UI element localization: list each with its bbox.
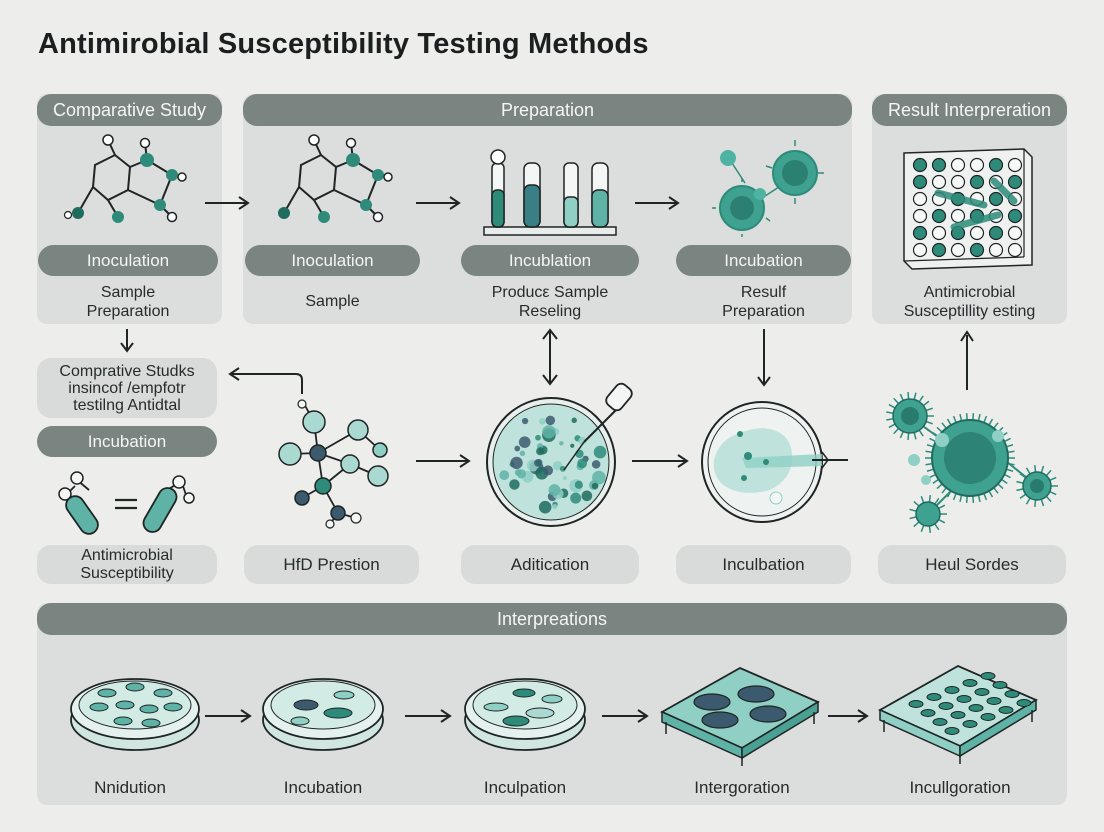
petri-dish-icon: [70, 678, 200, 751]
interpretations-header: Interpreations: [37, 603, 1067, 635]
petri-dish-pipette-icon: [486, 382, 633, 527]
inoculation-pill: Inoculation: [38, 245, 218, 276]
molecule-icon: [278, 134, 393, 223]
incubation-pill: Incubation: [676, 245, 851, 276]
adittication-label: Aditication: [461, 545, 639, 584]
antimicrobial-susceptibility-label: Antimicrobial Susceptibility: [37, 545, 217, 584]
sample-preparation-label: Sample Preparation: [86, 284, 170, 320]
arrow-right-icon: [205, 709, 252, 723]
inoculation-pill: Inoculation: [245, 245, 420, 276]
arrow-right-icon: [602, 709, 649, 723]
bottom-label: Incubation: [283, 778, 363, 797]
arrow-right-icon: [416, 196, 461, 210]
bottom-label: Nnidution: [94, 778, 166, 797]
page-title: Antimirobial Susceptibility Testing Meth…: [38, 28, 649, 60]
incubation-pill: Incubation: [37, 426, 217, 457]
petri-dish-icon: [262, 678, 384, 751]
bottom-label: Incullgoration: [909, 778, 1011, 797]
arrow-down-icon: [757, 329, 771, 387]
preparation-header: Preparation: [243, 94, 852, 126]
heul-sordes-label: Heul Sordes: [878, 545, 1066, 584]
multi-well-plate-icon: [878, 664, 1038, 764]
culture-dish-icon: [701, 401, 848, 523]
incubation-pill: Incublation: [461, 245, 639, 276]
antimicrobial-susceptibility-label: Antimicrobial Susceptillity esting: [903, 284, 1036, 320]
comparative-note: Comprative Studks insincof /empfotr test…: [37, 358, 217, 418]
arrow-right-icon: [205, 196, 250, 210]
test-tubes-icon: [483, 149, 617, 236]
inculbation-label: Inculbation: [676, 545, 851, 584]
result-preparation-label: Resulf Preparation: [722, 284, 805, 320]
result-interpretation-header: Result Interpreration: [872, 94, 1067, 126]
molecule-network-icon: [278, 399, 389, 529]
arrow-left-curved-icon: [228, 367, 303, 394]
hfd-prestion-label: HfD Prestion: [244, 545, 419, 584]
microbe-cluster-icon: [712, 140, 824, 237]
double-arrow-icon: [542, 328, 558, 386]
molecule-icon: [63, 134, 187, 223]
sample-label: Sample: [305, 293, 360, 310]
arrow-down-icon: [120, 329, 134, 353]
arrow-right-icon: [635, 196, 680, 210]
virus-cluster-icon: [886, 392, 1058, 533]
arrow-right-icon: [405, 709, 452, 723]
bacteria-capsules-icon: [58, 471, 195, 535]
produce-sample-label: Producε Sample Reseling: [491, 284, 609, 320]
bottom-label: Intergoration: [694, 778, 790, 797]
arrow-up-icon: [960, 330, 974, 390]
arrow-right-icon: [632, 454, 689, 468]
well-tray-icon: [660, 666, 820, 766]
arrow-right-icon: [416, 454, 471, 468]
comparative-study-panel: [37, 94, 222, 324]
bottom-label: Inculpation: [483, 778, 567, 797]
petri-dish-icon: [464, 678, 586, 751]
arrow-right-icon: [828, 709, 869, 723]
well-plate-icon: [903, 148, 1033, 270]
comparative-study-header: Comparative Study: [37, 94, 222, 126]
